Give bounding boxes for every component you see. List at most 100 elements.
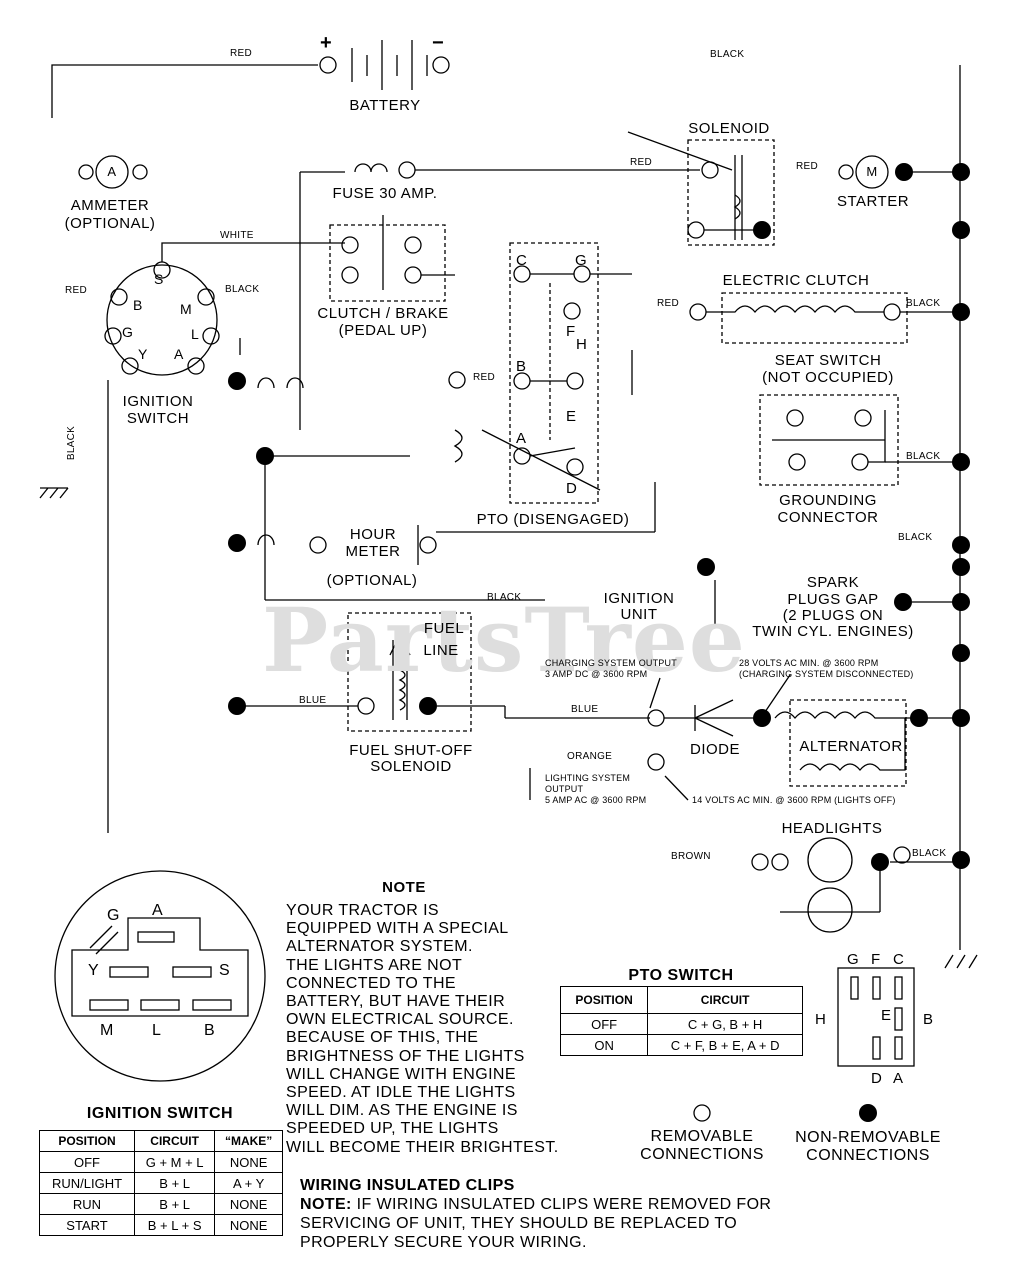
table-cell: B + L + S: [133, 1214, 216, 1236]
watermark: PartsTree: [262, 588, 746, 692]
seat-switch-label-1: SEAT SWITCH: [774, 352, 882, 369]
electric-clutch-symbol: [689, 292, 960, 344]
wire-red-top: RED: [230, 48, 253, 59]
wire-red-pto: RED: [473, 372, 496, 383]
ign-detail-l: L: [152, 1022, 162, 1039]
wire-black-ignition: BLACK: [225, 284, 260, 295]
legend-removable-1: REMOVABLE: [650, 1128, 754, 1145]
fuel-solenoid-label-2: SOLENOID: [370, 758, 452, 775]
fuel-line-label-1: FUEL: [423, 620, 465, 637]
ign-terminal-s: S: [154, 271, 164, 287]
ign-detail-s: S: [219, 962, 231, 979]
table-cell: OFF: [559, 1013, 649, 1035]
table-cell: RUN/LIGHT: [39, 1172, 135, 1194]
solenoid-label: SOLENOID: [688, 120, 770, 137]
electric-clutch-label: ELECTRIC CLUTCH: [722, 272, 870, 289]
pto-switch-table: POSITION CIRCUIT OFF C + G, B + H ON C +…: [559, 986, 803, 1056]
pto-switch-symbol: [481, 242, 633, 504]
hour-meter-label-2: METER: [345, 543, 401, 560]
note-line: SPEEDED UP, THE LIGHTS: [286, 1120, 499, 1138]
table-cell: OFF: [39, 1151, 135, 1173]
charging-output-1: CHARGING SYSTEM OUTPUT: [545, 658, 677, 668]
pto-detail-h: H: [815, 1011, 827, 1028]
pto-terminal-g: G: [575, 252, 588, 269]
table-header: POSITION: [559, 986, 649, 1014]
pto-detail-d: D: [871, 1070, 883, 1087]
pto-terminal-f: F: [566, 323, 576, 340]
wire-brown: BROWN: [671, 851, 711, 862]
lighting-output-2: OUTPUT: [545, 784, 584, 794]
non-removable-connection-symbol: [859, 1104, 877, 1122]
pto-terminal-h: H: [576, 336, 588, 353]
table-cell: NONE: [214, 1193, 283, 1215]
table-cell: A + Y: [214, 1172, 283, 1194]
wire-white: WHITE: [220, 230, 254, 241]
note-line: CONNECTED TO THE: [286, 974, 456, 992]
note-line: OWN ELECTRICAL SOURCE.: [286, 1011, 514, 1029]
table-row: START B + L + S NONE: [39, 1214, 283, 1236]
note-line: ALTERNATOR SYSTEM.: [286, 938, 473, 956]
wire-blue-diode: BLUE: [571, 704, 599, 715]
battery-label: BATTERY: [349, 97, 421, 114]
legend-nonremovable-1: NON-REMOVABLE: [795, 1129, 941, 1146]
clips-line-2: SERVICING OF UNIT, THEY SHOULD BE REPLAC…: [300, 1215, 738, 1232]
hour-meter-label-1: HOUR: [349, 526, 397, 543]
table-cell: G + M + L: [133, 1151, 216, 1173]
headlights-symbol: [751, 837, 911, 933]
pto-terminal-c: C: [516, 252, 528, 269]
ign-terminal-a: A: [174, 346, 184, 362]
ign-terminal-b: B: [133, 297, 143, 313]
lighting-output-3: 5 AMP AC @ 3600 RPM: [545, 795, 647, 805]
table-cell: B + L: [133, 1172, 216, 1194]
fuel-solenoid-symbol: [240, 612, 650, 732]
table-header: “MAKE”: [214, 1130, 283, 1152]
ign-detail-y: Y: [88, 962, 100, 979]
grounding-connector-label-2: CONNECTOR: [777, 509, 879, 526]
clips-line-3: PROPERLY SECURE YOUR WIRING.: [300, 1234, 587, 1251]
wire-black-clutch: BLACK: [906, 298, 941, 309]
ignition-unit-label-1: IGNITION: [603, 590, 675, 607]
ammeter-sublabel: (OPTIONAL): [64, 215, 156, 232]
lighting-output-1: LIGHTING SYSTEM: [545, 773, 631, 783]
note-body: YOUR TRACTOR IS EQUIPPED WITH A SPECIAL …: [286, 902, 586, 1157]
pto-detail-c: C: [893, 951, 905, 968]
table-header-row: POSITION CIRCUIT: [559, 986, 803, 1014]
legend-nonremovable-2: CONNECTIONS: [806, 1147, 930, 1164]
pto-terminal-d: D: [566, 480, 578, 497]
seat-switch-label-2: (NOT OCCUPIED): [762, 369, 894, 386]
note-line: WILL BECOME THEIR BRIGHTEST.: [286, 1138, 559, 1156]
starter-symbol-label: M: [866, 164, 878, 179]
diode-label: DIODE: [689, 741, 741, 758]
fuel-solenoid-label-1: FUEL SHUT-OFF: [349, 742, 473, 759]
note-title: NOTE: [382, 879, 426, 896]
table-cell: NONE: [214, 1151, 283, 1173]
table-row: RUN B + L NONE: [39, 1193, 283, 1215]
ammeter-label: AMMETER: [70, 197, 150, 214]
clips-title: WIRING INSULATED CLIPS: [300, 1177, 515, 1194]
seat-switch-symbol: [759, 394, 960, 486]
starter-label: STARTER: [836, 193, 910, 210]
wire-black-vertical: BLACK: [66, 425, 78, 461]
pto-table-title: PTO SWITCH: [628, 967, 734, 984]
note-line: BRIGHTNESS OF THE LIGHTS: [286, 1047, 525, 1065]
ignition-table-title: IGNITION SWITCH: [86, 1105, 234, 1122]
table-header: POSITION: [39, 1130, 135, 1152]
pto-detail-g: G: [847, 951, 860, 968]
spark-plugs-label-2: PLUGS GAP: [787, 591, 879, 608]
pto-terminal-b: B: [516, 358, 527, 375]
clutch-brake-label-2: (PEDAL UP): [338, 322, 428, 339]
table-row: RUN/LIGHT B + L A + Y: [39, 1172, 283, 1194]
wire-red-solenoid: RED: [630, 157, 653, 168]
note-line: THE LIGHTS ARE NOT: [286, 956, 463, 974]
ignition-switch-label-2: SWITCH: [126, 410, 190, 427]
table-row: ON C + F, B + E, A + D: [559, 1034, 803, 1056]
wire-red-clutch: RED: [657, 298, 680, 309]
ign-detail-g: G: [107, 907, 120, 924]
wire-black-headlights: BLACK: [912, 848, 947, 859]
legend-removable-2: CONNECTIONS: [640, 1146, 764, 1163]
table-cell: C + F, B + E, A + D: [647, 1034, 803, 1056]
battery-symbol: [319, 40, 450, 90]
table-cell: B + L: [133, 1193, 216, 1215]
